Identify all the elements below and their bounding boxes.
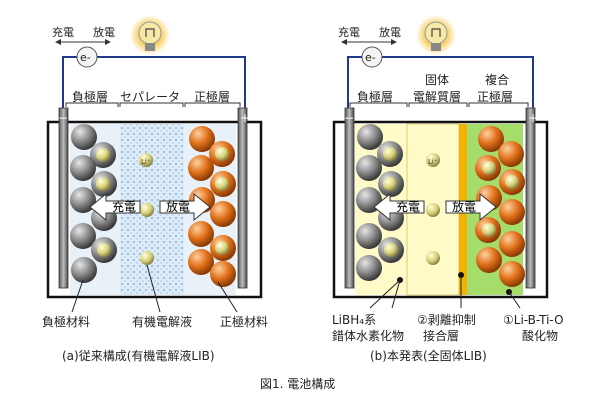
- anode-material-label: 負極材料: [42, 314, 90, 329]
- charge-label: 充電: [52, 25, 74, 39]
- layer-anode-label: 負極層: [72, 89, 108, 104]
- right-caption: (b)本発表(全固体LIB): [370, 348, 487, 363]
- label-oxide-line2: 酸化物: [522, 328, 558, 343]
- bulb-icon: [138, 21, 162, 45]
- cathode-material-label: 正極材料: [220, 314, 268, 329]
- cathode-current-collector: [525, 107, 536, 289]
- anode-current-collector: [344, 107, 355, 289]
- bulb-filament: [145, 28, 155, 37]
- minus-sign: −: [58, 111, 68, 125]
- bulb-base: [145, 43, 155, 51]
- charge-arrow: [373, 192, 425, 222]
- layer-electrolyte-label-2: 電解質層: [413, 89, 461, 104]
- left-caption: (a)従来構成(有機電解液LIB): [62, 348, 215, 363]
- discharge-arrow: [445, 192, 497, 222]
- plus-sign: +: [528, 111, 538, 125]
- charge-label: 充電: [338, 25, 360, 39]
- electrolyte-label: 有機電解液: [132, 314, 192, 329]
- discharge-arrow: [159, 192, 211, 222]
- charge-arrow: [89, 192, 141, 222]
- layer-electrolyte-label-1: 固体: [425, 73, 449, 87]
- charge-arrow-label: 充電: [396, 199, 420, 214]
- electron-icon: [76, 46, 98, 68]
- discharge-arrow-label: 放電: [166, 199, 190, 214]
- cathode-particles: [188, 126, 236, 287]
- li-ions: [383, 147, 519, 265]
- label-interface-line1: ②剥離抑制: [417, 312, 476, 327]
- charge-arrow-label: 充電: [112, 199, 136, 214]
- layer-cathode-label-1: 複合: [485, 72, 509, 87]
- label-interface-line2: 接合層: [423, 328, 459, 343]
- li-ion-label: Li⁺: [141, 158, 151, 166]
- right-cell: 充電 放電 e- 負極層 固体 電解質層 複合 正極層 − +: [332, 15, 564, 363]
- bulb-icon: [424, 21, 448, 45]
- li-ions: [96, 147, 229, 265]
- discharge-arrow-label: 放電: [452, 199, 476, 214]
- layer-cathode-label-2: 正極層: [477, 89, 513, 104]
- cathode-current-collector: [237, 107, 248, 289]
- layer-separator-label: セパレータ: [120, 90, 180, 104]
- wire-right: [150, 56, 246, 122]
- li-ion-label: Li⁺: [428, 158, 438, 166]
- layer-cathode-label: 正極層: [194, 89, 230, 104]
- layer-anode-label: 負極層: [357, 89, 393, 104]
- label-libh4-line2: 錯体水素化物: [332, 328, 404, 343]
- minus-sign: −: [344, 111, 354, 125]
- figure-caption: 図1. 電池構成: [260, 377, 335, 391]
- left-cell: 充電 放電 e- 負極層 セパレータ 正極層 − +: [42, 15, 268, 363]
- label-oxide-line1: ①Li-B-Ti-O: [503, 313, 564, 327]
- electron-label: e-: [365, 51, 376, 64]
- anode-current-collector: [58, 107, 69, 289]
- label-libh4-line1: LiBH₄系: [332, 313, 376, 327]
- discharge-label: 放電: [93, 25, 115, 39]
- electron-icon: [361, 46, 383, 68]
- electron-label: e-: [80, 51, 91, 64]
- plus-sign: +: [240, 111, 250, 125]
- discharge-label: 放電: [379, 25, 401, 39]
